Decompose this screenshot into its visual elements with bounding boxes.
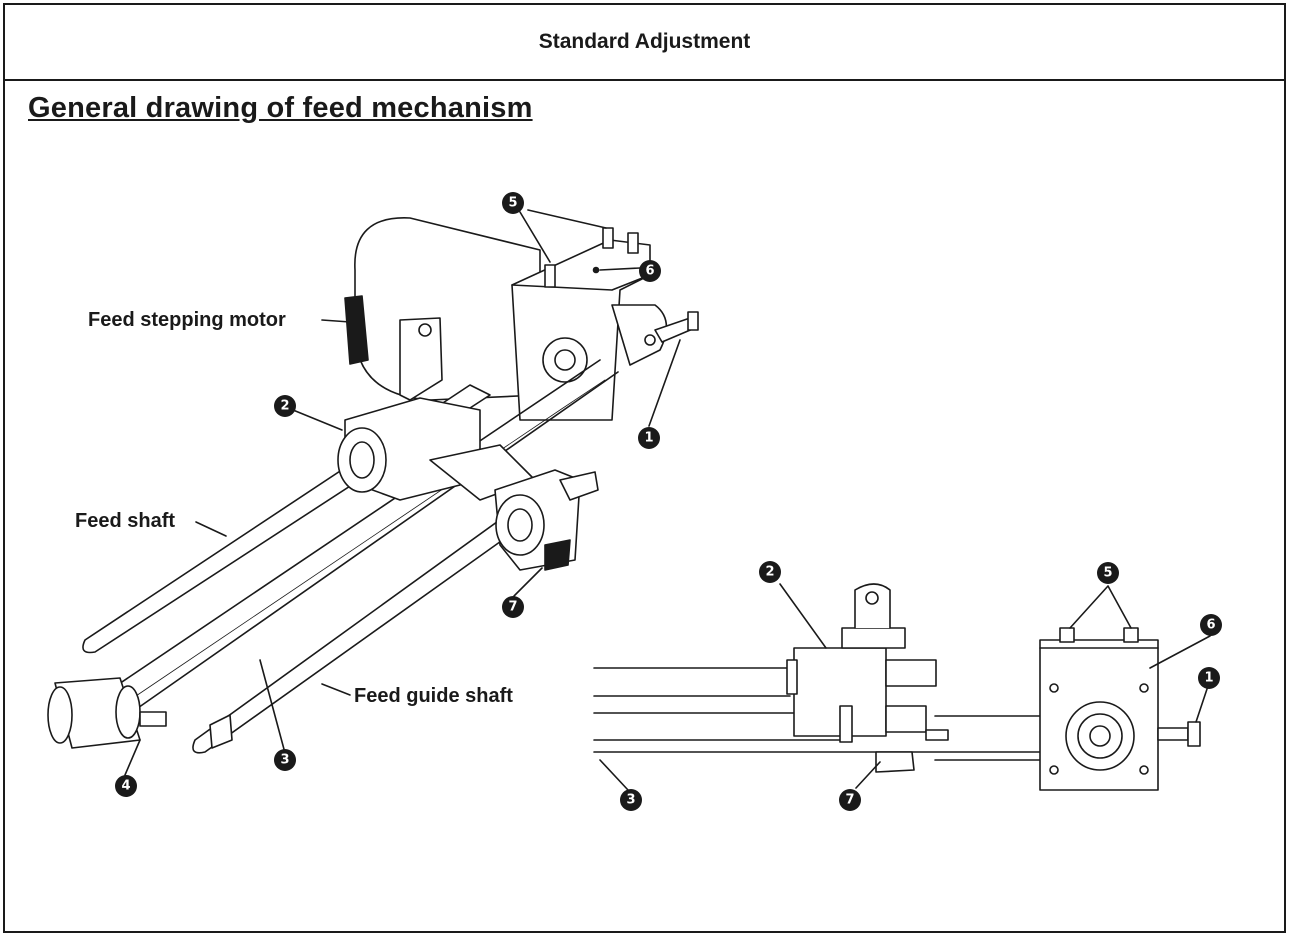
svg-text:2: 2: [765, 565, 774, 580]
feed-belt: [109, 359, 601, 691]
svg-text:3: 3: [280, 753, 289, 768]
callout-7-iso: 7: [502, 596, 524, 618]
label-feed-shaft: Feed shaft: [75, 510, 175, 532]
bolt-b: [602, 227, 614, 249]
bolt-c: [627, 232, 639, 254]
svg-text:3: 3: [626, 793, 635, 808]
section-title: General drawing of feed mechanism: [28, 92, 533, 124]
svg-text:2: 2: [280, 399, 289, 414]
callout-3-iso: 3: [274, 749, 296, 771]
label-feed-stepping-motor: Feed stepping motor: [88, 309, 286, 331]
side-rod-upper: [593, 667, 791, 697]
callout-1-iso: 1: [638, 427, 660, 449]
svg-text:4: 4: [121, 779, 130, 794]
callout-3-side: 3: [620, 789, 642, 811]
svg-text:5: 5: [508, 196, 517, 211]
bolt-a: [544, 264, 556, 288]
callout-1-side: 1: [1198, 667, 1220, 689]
isometric-view: Feed stepping motor Feed shaft Feed guid…: [47, 209, 699, 776]
svg-text:6: 6: [1206, 618, 1215, 633]
side-pulley: [1065, 701, 1135, 771]
side-view: [593, 583, 1211, 791]
label-feed-guide-shaft: Feed guide shaft: [354, 685, 513, 707]
callout-2-iso: 2: [274, 395, 296, 417]
motor-body: [354, 217, 541, 401]
callout-6-side: 6: [1200, 614, 1222, 636]
svg-text:7: 7: [508, 600, 517, 615]
motor-end-cap: [344, 295, 369, 365]
svg-text:1: 1: [644, 431, 653, 446]
svg-text:1: 1: [1204, 671, 1213, 686]
feed-guide-shaft: [192, 479, 571, 754]
callout-5-side: 5: [1097, 562, 1119, 584]
callout-6-iso: 6: [639, 260, 661, 282]
svg-text:6: 6: [645, 264, 654, 279]
callout-4-iso: 4: [115, 775, 137, 797]
svg-text:5: 5: [1103, 566, 1112, 581]
svg-text:7: 7: [845, 793, 854, 808]
callout-2-side: 2: [759, 561, 781, 583]
page-header: Standard Adjustment: [5, 5, 1284, 81]
callout-5-iso: 5: [502, 192, 524, 214]
callout-7-side: 7: [839, 789, 861, 811]
